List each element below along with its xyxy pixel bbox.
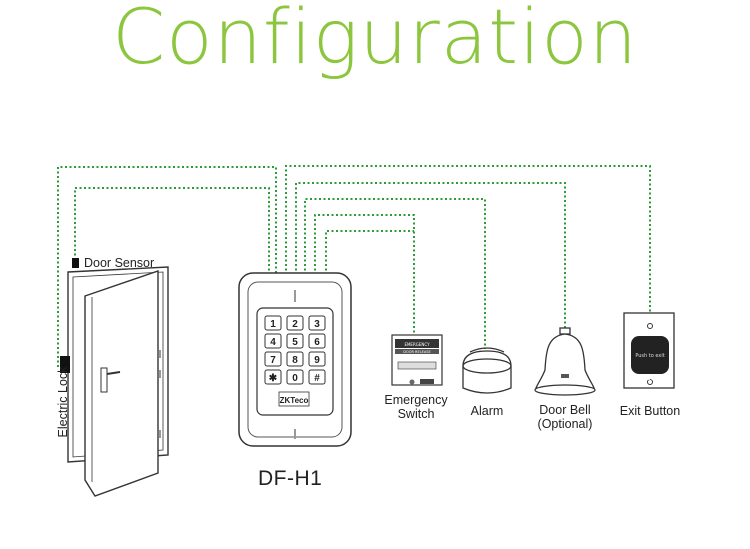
key-label: 1 [270,319,276,330]
wiring-lines [57,165,651,367]
alarm-label: Alarm [470,404,504,418]
wire-door-sensor [74,187,270,275]
brand-logo: ZKTeco [280,396,309,405]
keypad: 1 2 3 4 5 6 7 8 9 ✱ 0 # [264,315,326,385]
key-2 [308,315,326,331]
key-label: 7 [270,355,276,366]
key-8 [308,351,326,367]
key-label: 2 [292,319,298,330]
key-9 [264,369,282,385]
exit-button-label: Exit Button [619,404,681,418]
key-label: 6 [314,337,320,348]
wire-exit-button [285,165,651,313]
wire-extra [325,230,414,275]
exit-button-device: Push to exit EXIT [623,312,675,389]
key-label: 9 [314,355,320,366]
key-1 [286,315,304,331]
door-bell-label: Door Bell (Optional) [537,403,593,431]
key-label: ✱ [269,373,278,384]
key-3 [264,333,282,349]
svg-text:DOOR RELEASE: DOOR RELEASE [403,350,430,354]
svg-text:EMERGENCY: EMERGENCY [404,342,430,347]
door-bell [534,327,596,396]
electric-lock-label: Electric Lock [56,366,70,438]
page-title: Configuration [112,0,638,81]
svg-text:EXIT: EXIT [643,374,661,382]
key-10 [286,369,304,385]
svg-text:Push to exit: Push to exit [635,353,664,359]
wire-door-bell [295,182,566,332]
key-5 [308,333,326,349]
reader-device: 1 2 3 4 5 6 7 8 9 ✱ 0 # ZKTeco [238,272,352,447]
key-7 [286,351,304,367]
key-6 [264,351,282,367]
door-sensor-label: Door Sensor [84,256,155,270]
door [67,266,169,497]
wire-electric-lock [57,166,277,367]
wire-emergency-switch [314,214,415,335]
electric-lock-block [60,356,70,373]
emergency-switch-label: Emergency Switch [384,393,448,421]
key-11 [308,369,326,385]
key-4 [286,333,304,349]
key-label: 0 [292,373,298,384]
key-label: 3 [314,319,320,330]
key-label: 5 [292,337,298,348]
key-0 [264,315,282,331]
alarm [462,347,512,394]
key-label: 8 [292,355,298,366]
key-label: # [314,373,320,384]
key-label: 4 [270,337,276,348]
door-sensor-block [72,258,79,268]
device-model-label: DF-H1 [258,467,323,490]
emergency-switch: EMERGENCY DOOR RELEASE [391,334,443,386]
wire-alarm [304,198,486,349]
